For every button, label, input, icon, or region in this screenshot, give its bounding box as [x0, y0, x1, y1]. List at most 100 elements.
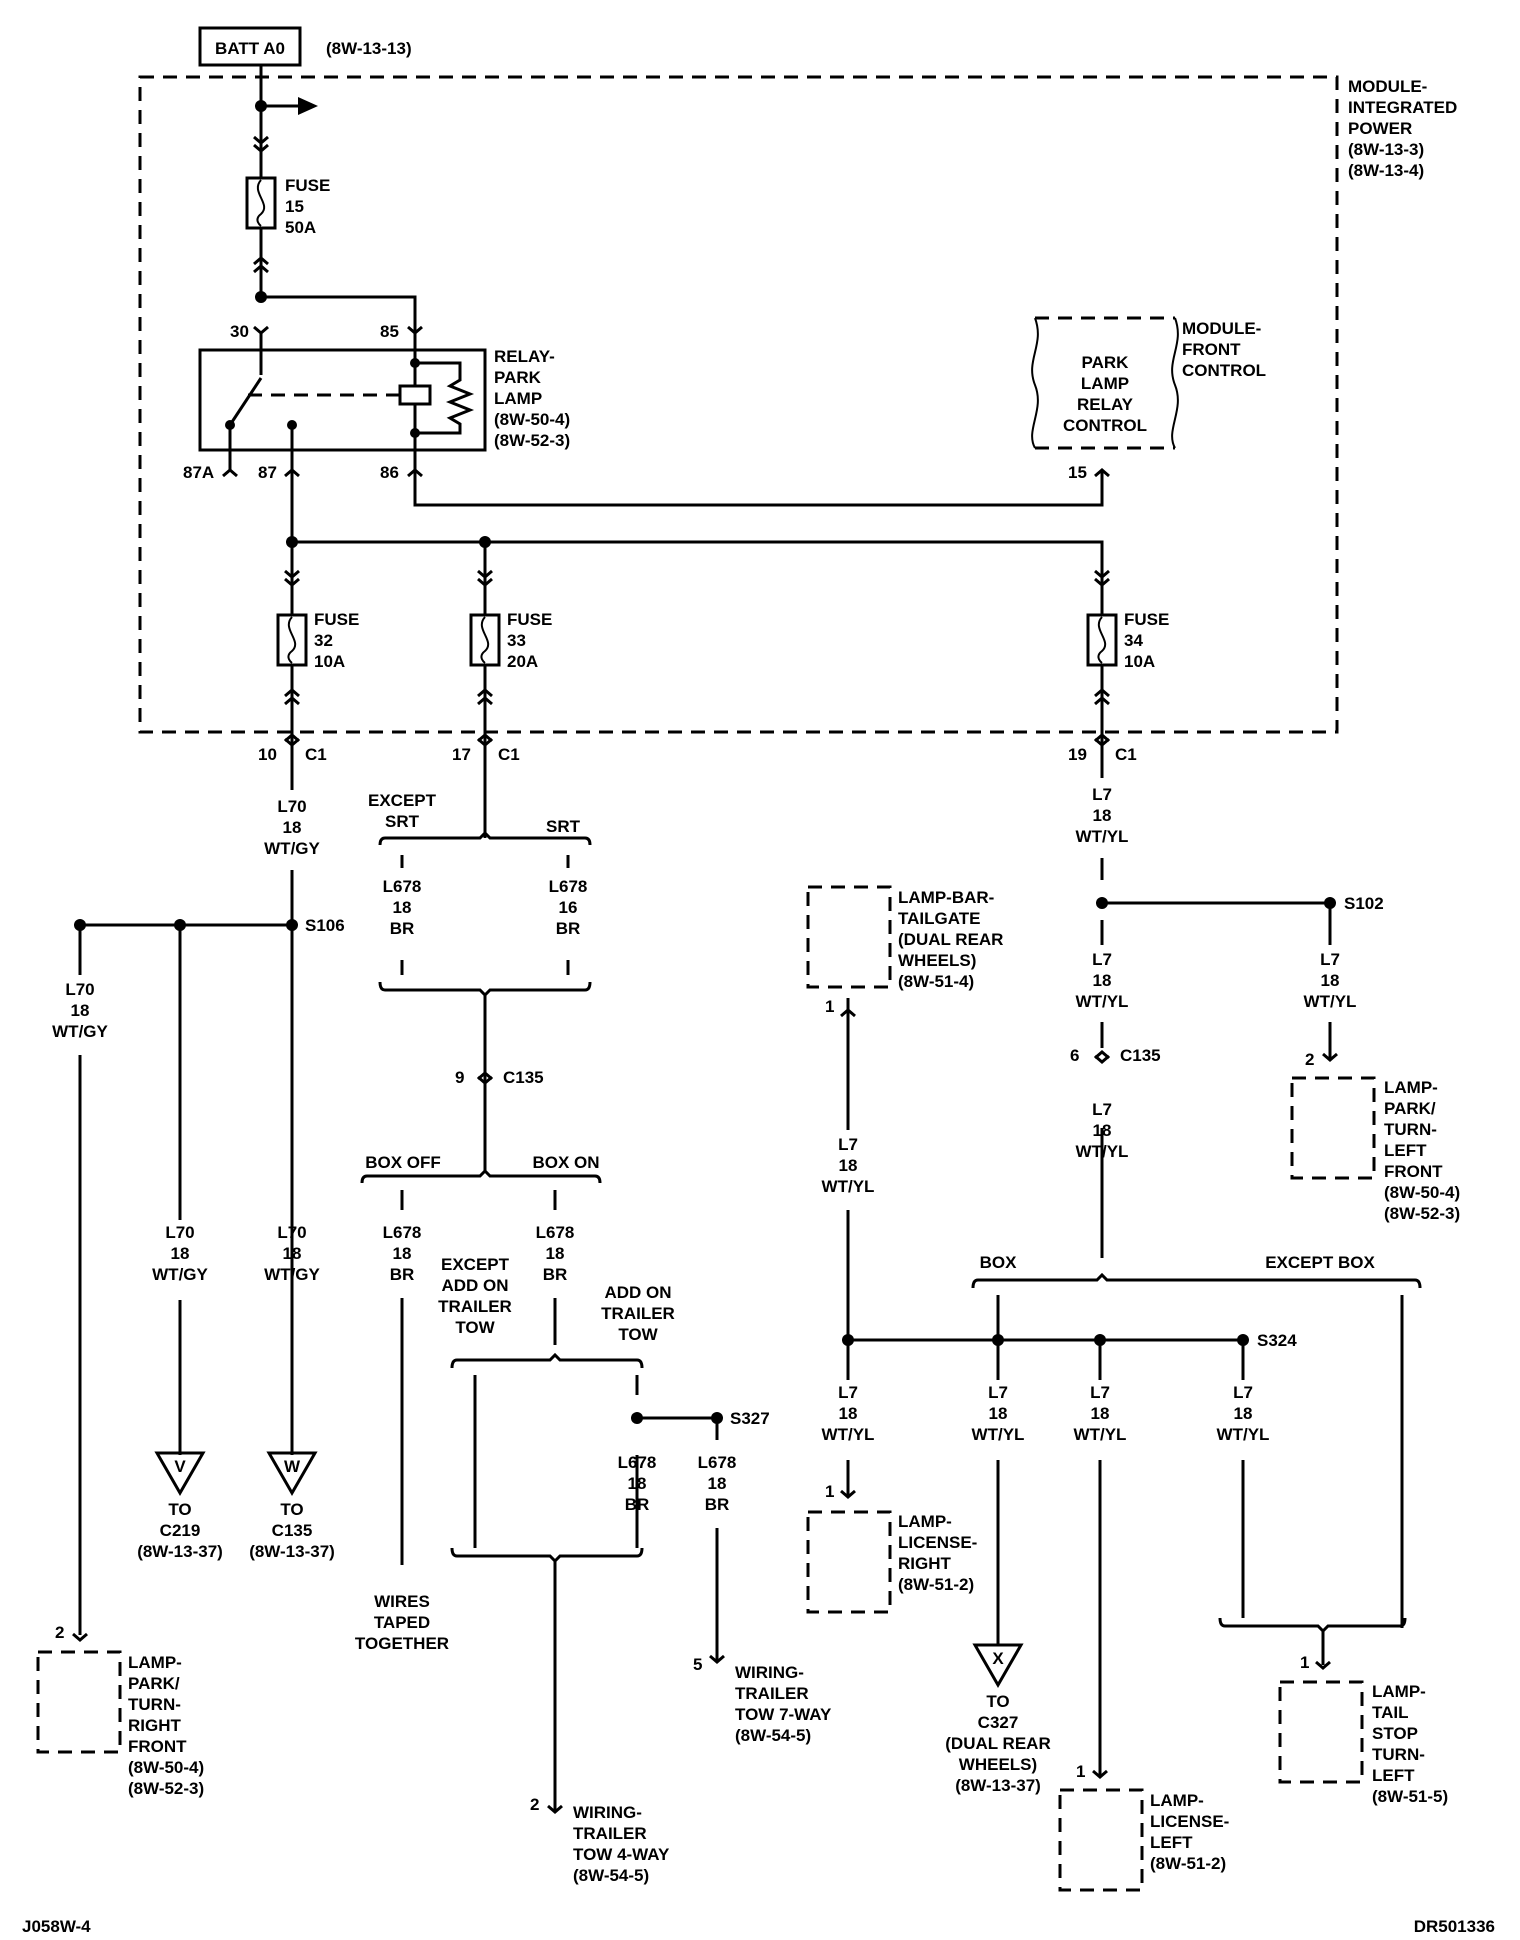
- connector-pin-glyph: [477, 1071, 493, 1081]
- connector-pin-glyph: [477, 737, 493, 747]
- tail-stop-pin: 1: [1300, 1653, 1309, 1672]
- text-line: 18: [393, 898, 412, 917]
- connector-pin-glyph: [284, 696, 300, 706]
- text-line: RIGHT: [898, 1554, 952, 1573]
- fuse-33: [469, 613, 501, 667]
- text-line: (8W-51-5): [1372, 1787, 1448, 1806]
- batt-a0-ref: (8W-13-13): [326, 39, 412, 58]
- text-line: L678: [383, 1223, 422, 1242]
- text-line: 18: [1093, 806, 1112, 825]
- connector-pin-glyph: [1094, 696, 1110, 706]
- relay-park-lamp: [198, 348, 487, 452]
- text-line: WT/YL: [1304, 992, 1357, 1011]
- arrow-right-icon: [298, 97, 318, 115]
- lamp-license-right-label: LAMP-LICENSE-RIGHT(8W-51-2): [898, 1512, 977, 1594]
- connector-pin-glyph: [477, 577, 493, 587]
- text-line: PARK/: [1384, 1099, 1436, 1118]
- c1-name-10: C1: [305, 745, 327, 764]
- text-line: LAMP-: [128, 1653, 182, 1672]
- connector-pin-glyph: [72, 1632, 88, 1642]
- connector-pin-glyph: [284, 569, 300, 579]
- text-line: RIGHT: [128, 1716, 182, 1735]
- text-line: (8W-52-3): [128, 1779, 204, 1798]
- text-line: 18: [546, 1244, 565, 1263]
- text-line: 18: [839, 1404, 858, 1423]
- trailer4-pin: 2: [530, 1795, 539, 1814]
- text-line: 15: [285, 197, 304, 216]
- text-line: 18: [1091, 1404, 1110, 1423]
- text-line: TAIL: [1372, 1703, 1409, 1722]
- text-line: LEFT: [1372, 1766, 1415, 1785]
- text-line: WHEELS): [959, 1755, 1037, 1774]
- text-line: STOP: [1372, 1724, 1418, 1743]
- fcm-pin-15: 15: [1068, 463, 1087, 482]
- connector-pin-glyph: [222, 468, 238, 478]
- connector-v-letter: V: [174, 1457, 186, 1476]
- module-front-control-box: [1035, 316, 1175, 450]
- text-line: LEFT: [1384, 1141, 1427, 1160]
- text-line: (DUAL REAR: [945, 1734, 1050, 1753]
- text-line: 32: [314, 631, 333, 650]
- text-line: TRAILER: [438, 1297, 512, 1316]
- connector-pin-glyph: [253, 143, 269, 153]
- text-line: ADD ON: [441, 1276, 508, 1295]
- text-line: TAPED: [374, 1613, 430, 1632]
- text-line: WT/YL: [1217, 1425, 1270, 1444]
- text-line: 18: [1093, 1121, 1112, 1140]
- relay-coil: [398, 384, 432, 406]
- text-line: 50A: [285, 218, 316, 237]
- trailer7-pin: 5: [693, 1655, 702, 1674]
- splice-s102: S102: [1344, 894, 1384, 913]
- connector-pin-glyph: [1315, 1660, 1331, 1670]
- text-line: 18: [708, 1474, 727, 1493]
- text-line: WT/YL: [822, 1177, 875, 1196]
- license-right-pin: 1: [825, 1482, 834, 1501]
- text-line: LAMP-: [1372, 1682, 1426, 1701]
- c1-name-19: C1: [1115, 745, 1137, 764]
- text-line: L678: [618, 1453, 657, 1472]
- text-line: WT/YL: [1074, 1425, 1127, 1444]
- text-line: TOW 4-WAY: [573, 1845, 670, 1864]
- text-line: 18: [1093, 971, 1112, 990]
- text-line: 10A: [314, 652, 345, 671]
- lamp-park-left-pin: 2: [1305, 1050, 1314, 1069]
- relay-pin-30: 30: [230, 322, 249, 341]
- connector-pin-glyph: [284, 577, 300, 587]
- text-line: (8W-51-2): [1150, 1854, 1226, 1873]
- text-line: LAMP-: [898, 1512, 952, 1531]
- text-line: L678: [698, 1453, 737, 1472]
- text-line: 16: [559, 898, 578, 917]
- footer-right: DR501336: [1414, 1917, 1495, 1936]
- connector-pin-glyph: [547, 1804, 563, 1814]
- c135-name-9: C135: [503, 1068, 544, 1087]
- text-line: WHEELS): [898, 951, 976, 970]
- text-line: FRONT: [1384, 1162, 1443, 1181]
- text-line: L678: [549, 877, 588, 896]
- text-line: TO: [280, 1500, 303, 1519]
- text-line: MODULE-: [1348, 77, 1427, 96]
- text-line: LICENSE-: [1150, 1812, 1229, 1831]
- connector-pin-glyph: [284, 737, 300, 747]
- text-line: FUSE: [507, 610, 552, 629]
- text-line: FUSE: [314, 610, 359, 629]
- splice-s327: S327: [730, 1409, 770, 1428]
- connector-pin-glyph: [1094, 1050, 1110, 1060]
- text-line: WIRING-: [735, 1663, 804, 1682]
